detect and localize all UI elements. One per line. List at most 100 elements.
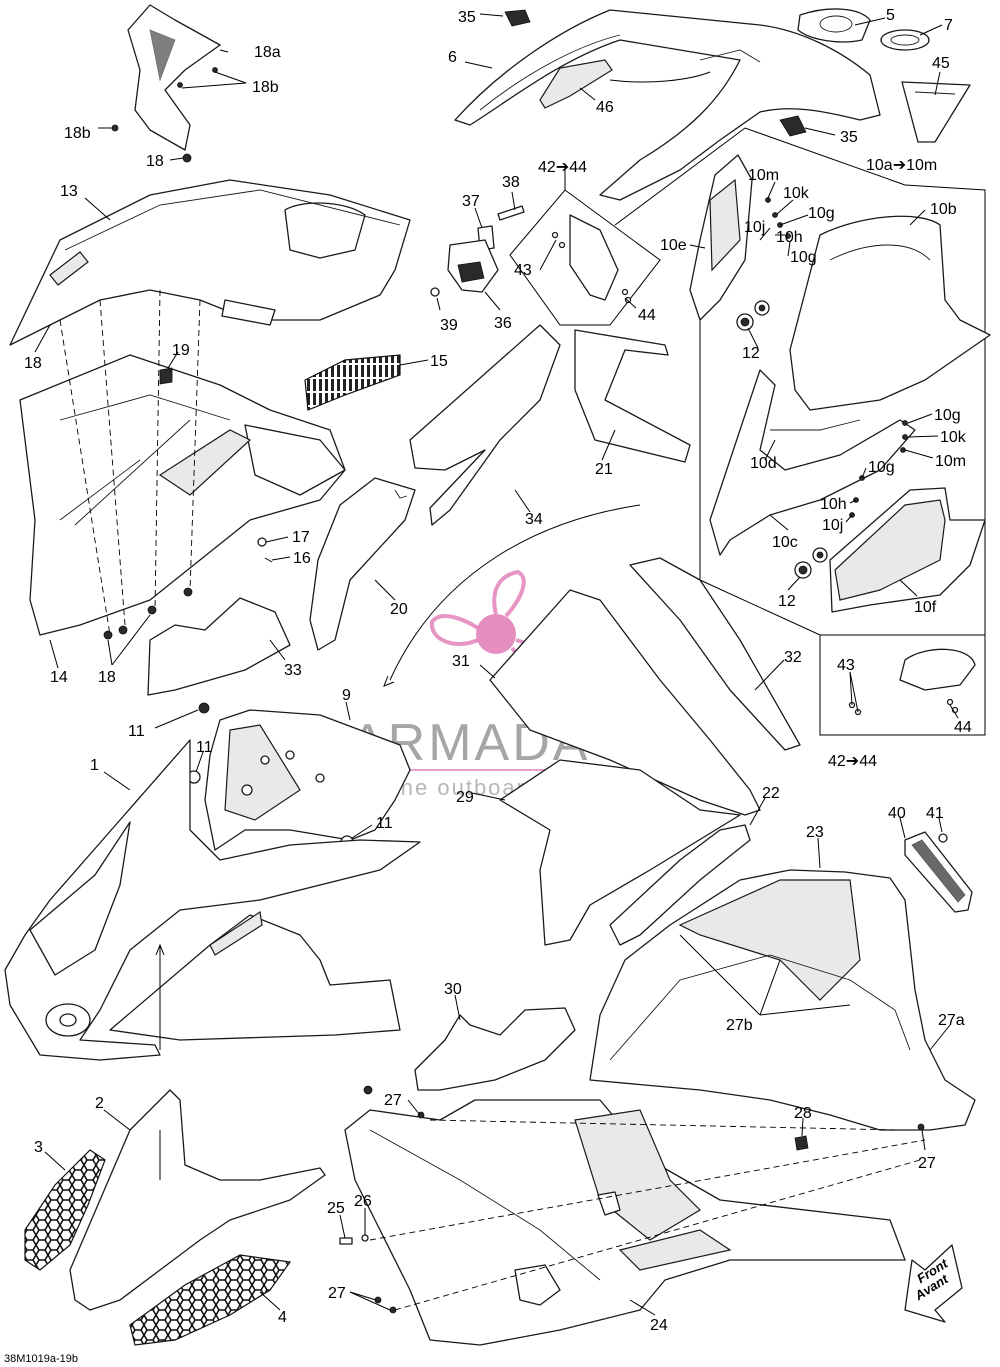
label-1: 1: [90, 757, 99, 774]
label-10g-upper-1: 10g: [808, 205, 835, 222]
label-26: 26: [354, 1193, 372, 1210]
part-46-insert: [539, 59, 613, 109]
label-7: 7: [944, 17, 953, 34]
label-5: 5: [886, 7, 895, 24]
label-30: 30: [444, 981, 462, 998]
label-32: 32: [784, 649, 802, 666]
part-2-bottom-pan: [69, 1089, 326, 1311]
part-10b-windscreen: [789, 215, 991, 411]
label-14: 14: [50, 669, 68, 686]
label-24: 24: [650, 1317, 668, 1334]
part-10d-trim: [770, 419, 861, 431]
dashed-assembly-lines-left: [59, 289, 201, 636]
label-11-top: 11: [128, 723, 145, 740]
label-10m-right: 10m: [935, 453, 966, 470]
label-10a-10m: 10a➔10m: [866, 157, 937, 174]
part-39-nut: [430, 287, 440, 297]
label-18b-right: 18b: [252, 79, 279, 96]
part-18a-windshield: [127, 4, 221, 151]
label-10j-upper: 10j: [744, 219, 765, 236]
label-46: 46: [596, 99, 614, 116]
label-28: 28: [794, 1105, 812, 1122]
part-4-mesh-grille: [129, 1254, 292, 1346]
label-35-right: 35: [840, 129, 858, 146]
label-21: 21: [595, 461, 613, 478]
part-40-handle-bracket: [904, 831, 973, 913]
part-22-strip: [609, 824, 751, 946]
label-13: 13: [60, 183, 78, 200]
label-38: 38: [502, 174, 520, 191]
label-3: 3: [34, 1139, 43, 1156]
part-31-panel: [489, 589, 761, 816]
label-19: 19: [172, 342, 190, 359]
label-18-bottom: 18: [98, 669, 116, 686]
label-11-right: 11: [376, 815, 393, 832]
part-12-grommet-upper: [736, 300, 770, 331]
label-42-44-bottom: 42➔44: [828, 753, 877, 770]
label-2: 2: [95, 1095, 104, 1112]
label-10j-right: 10j: [822, 517, 843, 534]
part-45-bracket: [901, 81, 971, 143]
label-41: 41: [926, 805, 944, 822]
label-18b-left: 18b: [64, 125, 91, 142]
label-31: 31: [452, 653, 470, 670]
label-17: 17: [292, 529, 310, 546]
label-12-upper: 12: [742, 345, 760, 362]
dashed-assembly-lines-bottom: [369, 1119, 926, 1311]
part-10e-bracket: [689, 154, 753, 321]
part-35-clip-right: [779, 115, 807, 137]
label-29: 29: [456, 789, 474, 806]
label-10c: 10c: [772, 534, 798, 551]
label-18-side: 18: [24, 355, 42, 372]
part-34-panel: [409, 324, 561, 526]
label-10g-right-2: 10g: [868, 459, 895, 476]
label-37: 37: [462, 193, 480, 210]
label-18a: 18a: [254, 44, 281, 61]
label-16: 16: [293, 550, 311, 567]
part-41-screw: [938, 833, 948, 843]
label-10k-right: 10k: [940, 429, 967, 446]
label-35-top: 35: [458, 9, 476, 26]
label-27-top: 27: [384, 1092, 402, 1109]
label-39: 39: [440, 317, 458, 334]
label-4: 4: [278, 1309, 287, 1326]
part-21-panel: [574, 329, 691, 463]
label-11-left: 11: [196, 739, 213, 756]
diagram-code: 38M1019a-19b: [4, 1353, 78, 1365]
label-44-top: 44: [638, 307, 656, 324]
part-29-panel: [499, 759, 741, 946]
group-10a-10m-frame: [614, 127, 986, 636]
label-12-lower: 12: [778, 593, 796, 610]
label-27b: 27b: [726, 1017, 753, 1034]
part-10c-trim: [709, 369, 916, 556]
part-3-mesh-grille: [24, 1149, 106, 1271]
part-9-headlight-housing: [204, 709, 411, 851]
label-44-bottom: 44: [954, 719, 972, 736]
label-10m-upper: 10m: [748, 167, 779, 184]
label-27-right: 27: [918, 1155, 936, 1172]
label-10g-upper-2: 10g: [790, 249, 817, 266]
front-direction-arrow-icon: Front Avant: [904, 1244, 963, 1323]
group-42-44-frame-top: [509, 189, 661, 326]
label-10h-right: 10h: [820, 496, 847, 513]
part-35-clip-top: [504, 9, 531, 27]
leader-lines: [34, 13, 959, 1316]
label-43-bottom: 43: [837, 657, 855, 674]
part-20-panel: [309, 477, 416, 651]
part-30-pad: [414, 1007, 576, 1091]
callout-labels: 35 5 7 6 45 46 35 10a➔10m 18a 18b 18b 18…: [24, 7, 972, 1334]
label-6: 6: [448, 49, 457, 66]
part-13-hood: [9, 179, 411, 346]
part-36-hinge: [447, 239, 499, 293]
part-6-upper-panel: [454, 9, 881, 201]
part-12-grommet-lower: [794, 547, 828, 579]
part-19-clip: [159, 367, 173, 385]
part-7-ring: [880, 29, 930, 51]
label-36: 36: [494, 315, 512, 332]
part-10f-deflector: [829, 487, 986, 613]
label-10k-upper: 10k: [783, 185, 810, 202]
label-27-bottom: 27: [328, 1285, 346, 1302]
label-18-top: 18: [146, 153, 164, 170]
label-10f: 10f: [914, 599, 937, 616]
